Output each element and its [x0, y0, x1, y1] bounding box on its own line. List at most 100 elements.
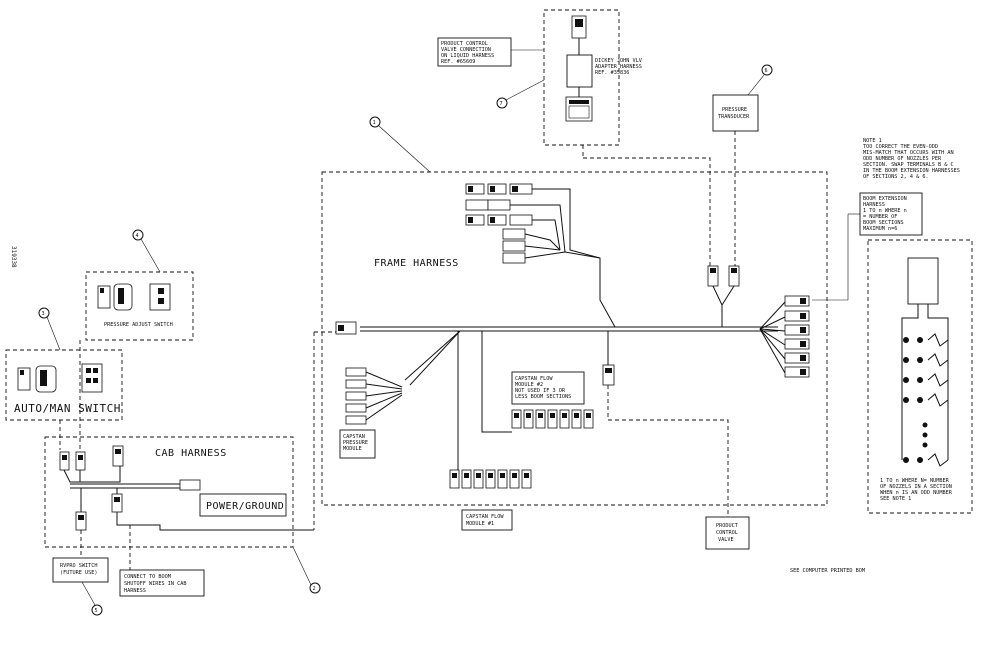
pcv-line-2: CONTROL	[716, 530, 738, 536]
callout-6-number: 6	[765, 68, 768, 74]
pressure-adjust-switch-boundary	[85, 271, 194, 341]
boom-extension-group: BOOM EXTENSION HARNESS 1 TO n WHERE n = …	[812, 192, 973, 514]
cfm2-line-1: CAPSTAN FLOW	[515, 376, 553, 382]
callout-7-number: 7	[500, 101, 503, 107]
callout-4-number: 4	[136, 233, 139, 239]
pcc-line-4: REF. #65609	[441, 59, 475, 65]
adapter-harness-body	[566, 54, 593, 88]
callout-5-number: 5	[95, 608, 98, 614]
frame-harness-boundary	[321, 171, 828, 506]
nozzle-note-line-3: WHEN n IS AN ODD NUMBER	[880, 490, 953, 496]
boom-ext-line-3: 1 TO n WHERE n	[863, 208, 907, 214]
note-1-line-6: IN THE BOOM EXTENSION HARNESSES	[863, 168, 960, 174]
cab-harness-title: CAB HARNESS	[155, 448, 227, 459]
top-connector-cluster	[465, 183, 616, 328]
boom-extension-boundary	[867, 239, 973, 514]
boom-connector-fanout	[759, 295, 810, 378]
drawing-number: 319338	[10, 246, 17, 268]
pcv-line-1: PRODUCT	[716, 523, 738, 529]
callout-7	[496, 97, 508, 109]
frame-harness-title: FRAME HARNESS	[374, 258, 459, 269]
capstan-pressure-module-box	[339, 429, 376, 459]
connect-to-boom-box	[119, 569, 205, 597]
note-1-line-5: SECTION. SWAP TERMINALS B & C	[863, 162, 954, 168]
pressure-adjust-switch-label: PRESSURE ADJUST SWITCH	[104, 322, 173, 328]
capstan-flow-module-1-box	[461, 509, 513, 531]
cfm1-line-1: CAPSTAN FLOW	[466, 514, 504, 520]
capstan-flow-module-2-box	[511, 371, 585, 405]
valve-drop-connector	[602, 364, 615, 386]
note-1-line-2: TOO CORRECT THE EVEN-ODD	[863, 144, 938, 150]
connect-to-boom-line-1: CONNECT TO BOOM	[124, 574, 171, 580]
cfm2-line-4: LESS BOOM SECTIONS	[515, 394, 571, 400]
cab-harness-group: CAB HARNESS POWER/GROUND 2	[44, 436, 321, 594]
cpm-line-1: CAPSTAN	[343, 434, 365, 440]
nozzle-note-line-4: SEE NOTE 1	[880, 496, 911, 502]
callout-2	[309, 582, 321, 594]
product-control-connection-box	[437, 37, 512, 67]
capstan-flow-module-2-connectors	[481, 331, 594, 433]
pressure-transducer-label-1: PRESSURE	[722, 107, 747, 113]
callout-4	[132, 229, 144, 241]
callout-5	[91, 604, 103, 616]
callout-3	[38, 307, 50, 319]
callout-1-number: 1	[373, 120, 376, 126]
boom-extension-label-box	[859, 192, 923, 236]
dickey-john-line-3: REF. #35836	[595, 70, 629, 76]
cpm-line-2: PRESSURE	[343, 440, 368, 446]
nozzle-note-line-1: 1 TO n WHERE N= NUMBER	[880, 478, 950, 484]
boom-ext-line-5: BOOM SECTIONS	[863, 220, 904, 226]
connect-to-boom-line-2: SHUTOFF WIRES IN CAB	[124, 581, 186, 587]
frame-harness-group: 1 FRAME HARNESS	[313, 116, 828, 550]
note-1: NOTE 1 TOO CORRECT THE EVEN-ODD MIS-MATC…	[863, 138, 960, 180]
product-control-valve-box	[705, 516, 750, 550]
pcc-line-1: PRODUCT CONTROL	[441, 41, 488, 47]
pcc-line-3: ON LIQUID HARNESS	[441, 53, 494, 59]
power-ground-label: POWER/GROUND	[206, 501, 284, 512]
pressure-adjust-switch-group: 4 PRESSURE ADJUST SWITCH	[79, 229, 194, 455]
rvpro-line-2: (FUTURE USE)	[60, 570, 97, 576]
rvpro-switch-group: RVPRO SWITCH (FUTURE USE) 5	[52, 557, 109, 616]
capstan-flow-module-1-connectors	[449, 469, 532, 489]
see-bom-note: SEE COMPUTER PRINTED BOM	[790, 568, 865, 574]
product-control-connection-note: PRODUCT CONTROL VALVE CONNECTION ON LIQU…	[437, 37, 544, 67]
nozzle-note-line-2: OF NOZZELS IN A SECTION	[880, 484, 952, 490]
pcc-line-2: VALVE CONNECTION	[441, 47, 491, 53]
note-1-line-7: OF SECTIONS 2, 4 & 6.	[863, 174, 929, 180]
callout-1	[369, 116, 381, 128]
callout-2-number: 2	[313, 586, 316, 592]
dickey-john-boundary	[543, 9, 620, 146]
capstan-pressure-connectors	[345, 367, 403, 425]
note-1-line-3: MIS-MATCH THAT OCCURS WITH AN	[863, 150, 954, 156]
connect-to-boom-line-3: HARNESS	[124, 588, 146, 594]
cfm2-line-2: MODULE #2	[515, 382, 543, 388]
note-1-line-4: ODD NUMBER OF NOZZLES PER	[863, 156, 942, 162]
dickey-john-line-2: ADAPTER HARNESS	[595, 64, 642, 70]
dickey-john-line-1: DICKEY JOHN VLV	[595, 58, 642, 64]
cfm1-line-2: MODULE #1	[466, 521, 494, 527]
auto-man-switch-label: AUTO/MAN SWITCH	[14, 402, 121, 415]
boom-ext-line-6: MAXIMUM n=6	[863, 226, 897, 232]
rvpro-line-1: RVPRO SWITCH	[60, 563, 97, 569]
pcv-line-3: VALVE	[718, 537, 734, 543]
boom-extension-connector-block	[907, 257, 939, 305]
note-1-line-1: NOTE 1	[863, 138, 882, 144]
cpm-line-3: MODULE	[343, 446, 362, 452]
rvpro-switch-box	[52, 557, 109, 583]
boom-ext-line-1: BOOM EXTENSION	[863, 196, 907, 202]
auto-man-switch-boundary	[5, 349, 123, 421]
cab-harness-boundary	[44, 436, 294, 548]
nozzle-taps	[903, 333, 949, 467]
cfm2-line-3: NOT USED IF 3 OR	[515, 388, 566, 394]
boom-ext-line-2: HARNESS	[863, 202, 885, 208]
connect-to-boom-group: CONNECT TO BOOM SHUTOFF WIRES IN CAB HAR…	[119, 569, 205, 597]
callout-3-number: 3	[42, 311, 45, 317]
pressure-transducer-group: 6 PRESSURE TRANSDUCER	[582, 64, 773, 266]
auto-man-switch-group: 3 AUTO/MAN SWITCH	[5, 307, 123, 450]
boom-ext-line-4: = NUMBER OF	[863, 214, 897, 220]
pressure-transducer-label-2: TRANSDUCER	[718, 114, 750, 120]
callout-6	[761, 64, 773, 76]
callout-7-group: DICKEY JOHN VLV ADAPTER HARNESS REF. #35…	[496, 9, 642, 146]
pressure-transducer-box	[712, 94, 759, 132]
